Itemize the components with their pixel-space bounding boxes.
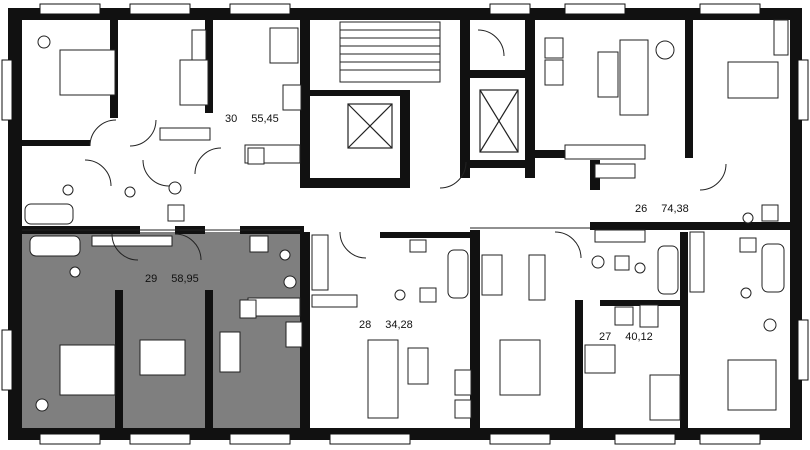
apartment-label-26[interactable]: 26 74,38: [632, 202, 692, 216]
washing-machine-icon: [35, 35, 777, 412]
fridge-icon: [239, 37, 634, 419]
bed-icon: [59, 49, 779, 411]
dining-table-icon: [219, 40, 675, 385]
bathtub-icon: [24, 203, 785, 299]
door-swings: [84, 29, 727, 261]
apartment-label-29[interactable]: 29 58,95: [142, 272, 202, 286]
sink-icon: [167, 204, 779, 303]
stairs-icon: [339, 21, 441, 83]
wardrobe-icon: [91, 19, 789, 308]
apartment-number: 30: [225, 113, 238, 125]
apartment-number: 27: [599, 331, 612, 343]
apartment-number: 29: [145, 273, 158, 285]
apartment-29-highlight[interactable]: [22, 232, 304, 428]
apartment-area: 34,28: [385, 319, 413, 331]
elevator-icon: [347, 89, 519, 153]
corridor: [22, 227, 590, 231]
apartment-number: 28: [359, 319, 372, 331]
toilet-icon: [62, 184, 754, 301]
apartment-area: 58,95: [171, 273, 199, 285]
windows: [1, 3, 809, 445]
apartment-label-28[interactable]: 28 34,28: [356, 318, 416, 332]
apartment-label-30[interactable]: 30 55,45: [222, 112, 282, 126]
apartment-area: 40,12: [625, 331, 653, 343]
apartment-number: 26: [635, 203, 648, 215]
sofa-icon: [269, 27, 681, 421]
apartment-area: 74,38: [661, 203, 689, 215]
apartment-area: 55,45: [251, 113, 279, 125]
apartment-label-27[interactable]: 27 40,12: [596, 330, 656, 344]
